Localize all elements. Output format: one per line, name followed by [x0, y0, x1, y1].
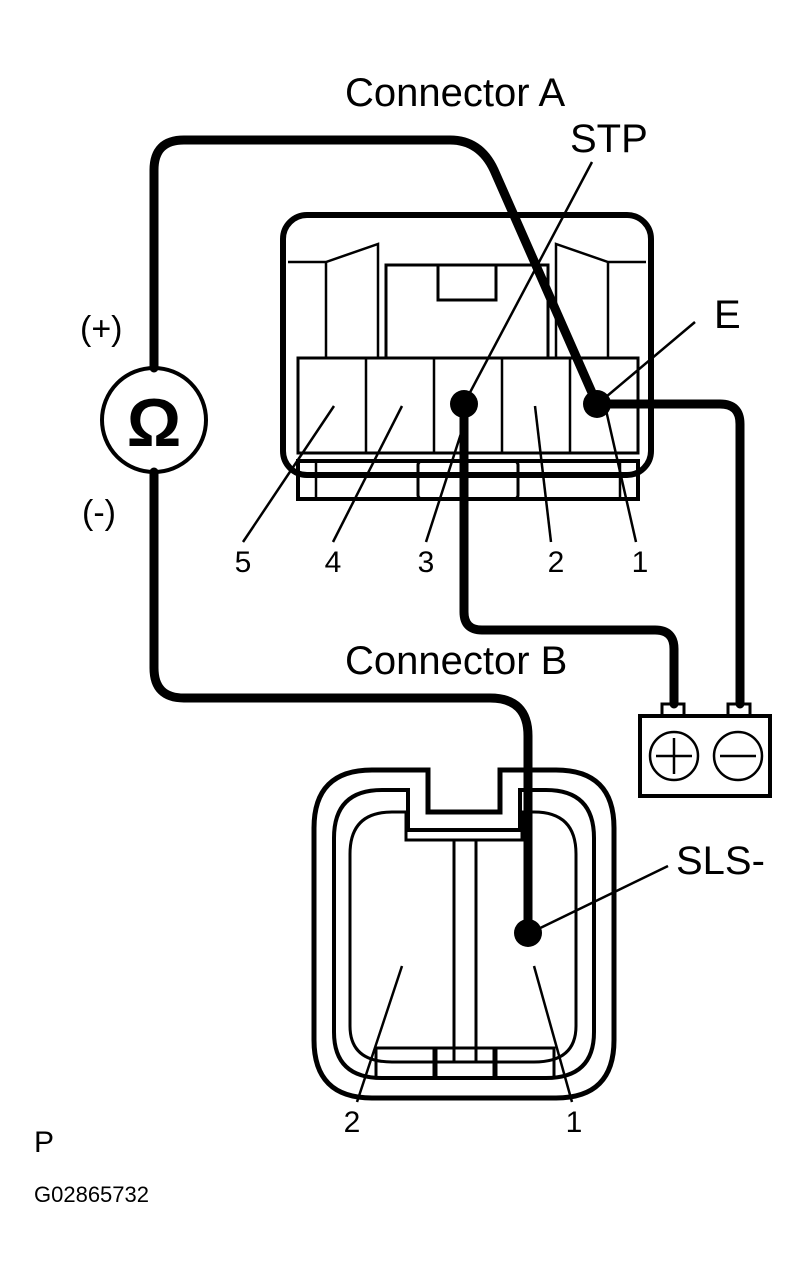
probe-dot-stp [450, 390, 478, 418]
ohm-symbol: Ω [127, 385, 182, 461]
connector-b-pin-1: 1 [566, 1106, 583, 1139]
leader-lines [241, 161, 696, 1103]
footer-code: P [34, 1126, 54, 1159]
connector-a-pin-5: 5 [235, 546, 252, 579]
sls-terminal-label: SLS- [676, 839, 765, 883]
wire-battery-positive [459, 399, 679, 709]
connector-a-pin-3: 3 [418, 546, 435, 579]
ohmmeter-positive-label: (+) [80, 310, 123, 348]
connector-a-pin-2: 2 [548, 546, 565, 579]
stp-terminal-label: STP [570, 117, 648, 161]
wire-battery-negative [592, 399, 745, 709]
e-terminal-label: E [714, 293, 741, 337]
connector-a-title: Connector A [345, 71, 565, 115]
wires [149, 135, 745, 938]
connector-a-pin-4: 4 [325, 546, 342, 579]
figure-id: G02865732 [34, 1182, 149, 1207]
connector-b-pin-2: 2 [344, 1106, 361, 1139]
wire-ohmmeter-positive [149, 135, 602, 409]
ohmmeter-negative-label: (-) [82, 494, 116, 532]
plus-icon [648, 730, 700, 782]
minus-icon [712, 730, 764, 782]
connector-b-title: Connector B [345, 639, 567, 683]
probe-dot-sls [514, 919, 542, 947]
battery [638, 702, 772, 798]
connector-a-pin-1: 1 [632, 546, 649, 579]
wire-ohmmeter-negative [149, 467, 533, 938]
connector-b-housing [311, 767, 617, 1101]
ohmmeter: Ω [100, 366, 208, 474]
